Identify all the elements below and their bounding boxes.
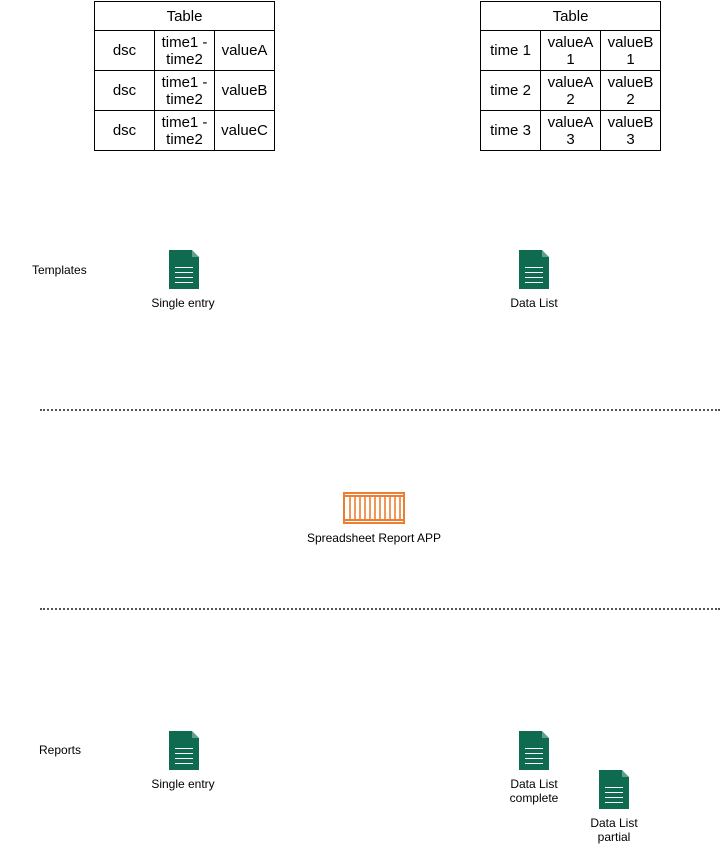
report-data-list-complete-label: Data List complete: [509, 777, 559, 805]
table-cell: valueB 1: [599, 30, 662, 71]
divider: [40, 608, 720, 610]
spreadsheet-doc-icon[interactable]: [519, 731, 549, 770]
spreadsheet-doc-icon[interactable]: [599, 770, 629, 809]
table-cell: valueC: [213, 110, 276, 151]
divider: [40, 409, 720, 411]
spreadsheet-doc-icon[interactable]: [519, 250, 549, 289]
table-row: time 3 valueA 3 valueB 3: [480, 110, 662, 151]
table-single-entry: Table dsc time1 - time2 valueA dsc time1…: [93, 1, 276, 151]
template-single-entry-label: Single entry: [151, 296, 215, 310]
table-cell: valueA 1: [540, 30, 601, 71]
table-cell: time1 - time2: [154, 110, 215, 151]
templates-section-label: Templates: [32, 263, 87, 277]
table-row: time 2 valueA 2 valueB 2: [480, 70, 662, 111]
table-cell: valueB 2: [599, 70, 662, 111]
template-data-list-label: Data List: [510, 296, 558, 310]
table-title: Table: [93, 1, 276, 31]
app-label: Spreadsheet Report APP: [306, 531, 442, 545]
table-cell: dsc: [94, 30, 155, 71]
table-row: dsc time1 - time2 valueB: [94, 70, 276, 111]
report-single-entry-label: Single entry: [151, 777, 215, 791]
spreadsheet-doc-icon[interactable]: [169, 731, 199, 770]
table-cell: time 1: [480, 30, 541, 71]
table-row: time 1 valueA 1 valueB 1: [480, 30, 662, 71]
spreadsheet-doc-icon[interactable]: [169, 250, 199, 289]
table-cell: dsc: [94, 70, 155, 111]
report-data-list-partial-label: Data List partial: [590, 816, 638, 844]
table-cell: valueA 2: [540, 70, 601, 111]
table-cell: time 3: [480, 110, 541, 151]
container-icon[interactable]: [343, 491, 405, 525]
table-title: Table: [479, 1, 662, 31]
table-cell: valueA 3: [540, 110, 601, 151]
table-cell: time1 - time2: [154, 70, 215, 111]
table-cell: valueB 3: [599, 110, 662, 151]
table-cell: time 2: [480, 70, 541, 111]
table-cell: dsc: [94, 110, 155, 151]
table-cell: valueA: [213, 30, 276, 71]
table-cell: time1 - time2: [154, 30, 215, 71]
table-data-list: Table time 1 valueA 1 valueB 1 time 2 va…: [479, 1, 662, 151]
reports-section-label: Reports: [39, 743, 82, 757]
table-row: dsc time1 - time2 valueC: [94, 110, 276, 151]
table-cell: valueB: [213, 70, 276, 111]
table-row: dsc time1 - time2 valueA: [94, 30, 276, 71]
